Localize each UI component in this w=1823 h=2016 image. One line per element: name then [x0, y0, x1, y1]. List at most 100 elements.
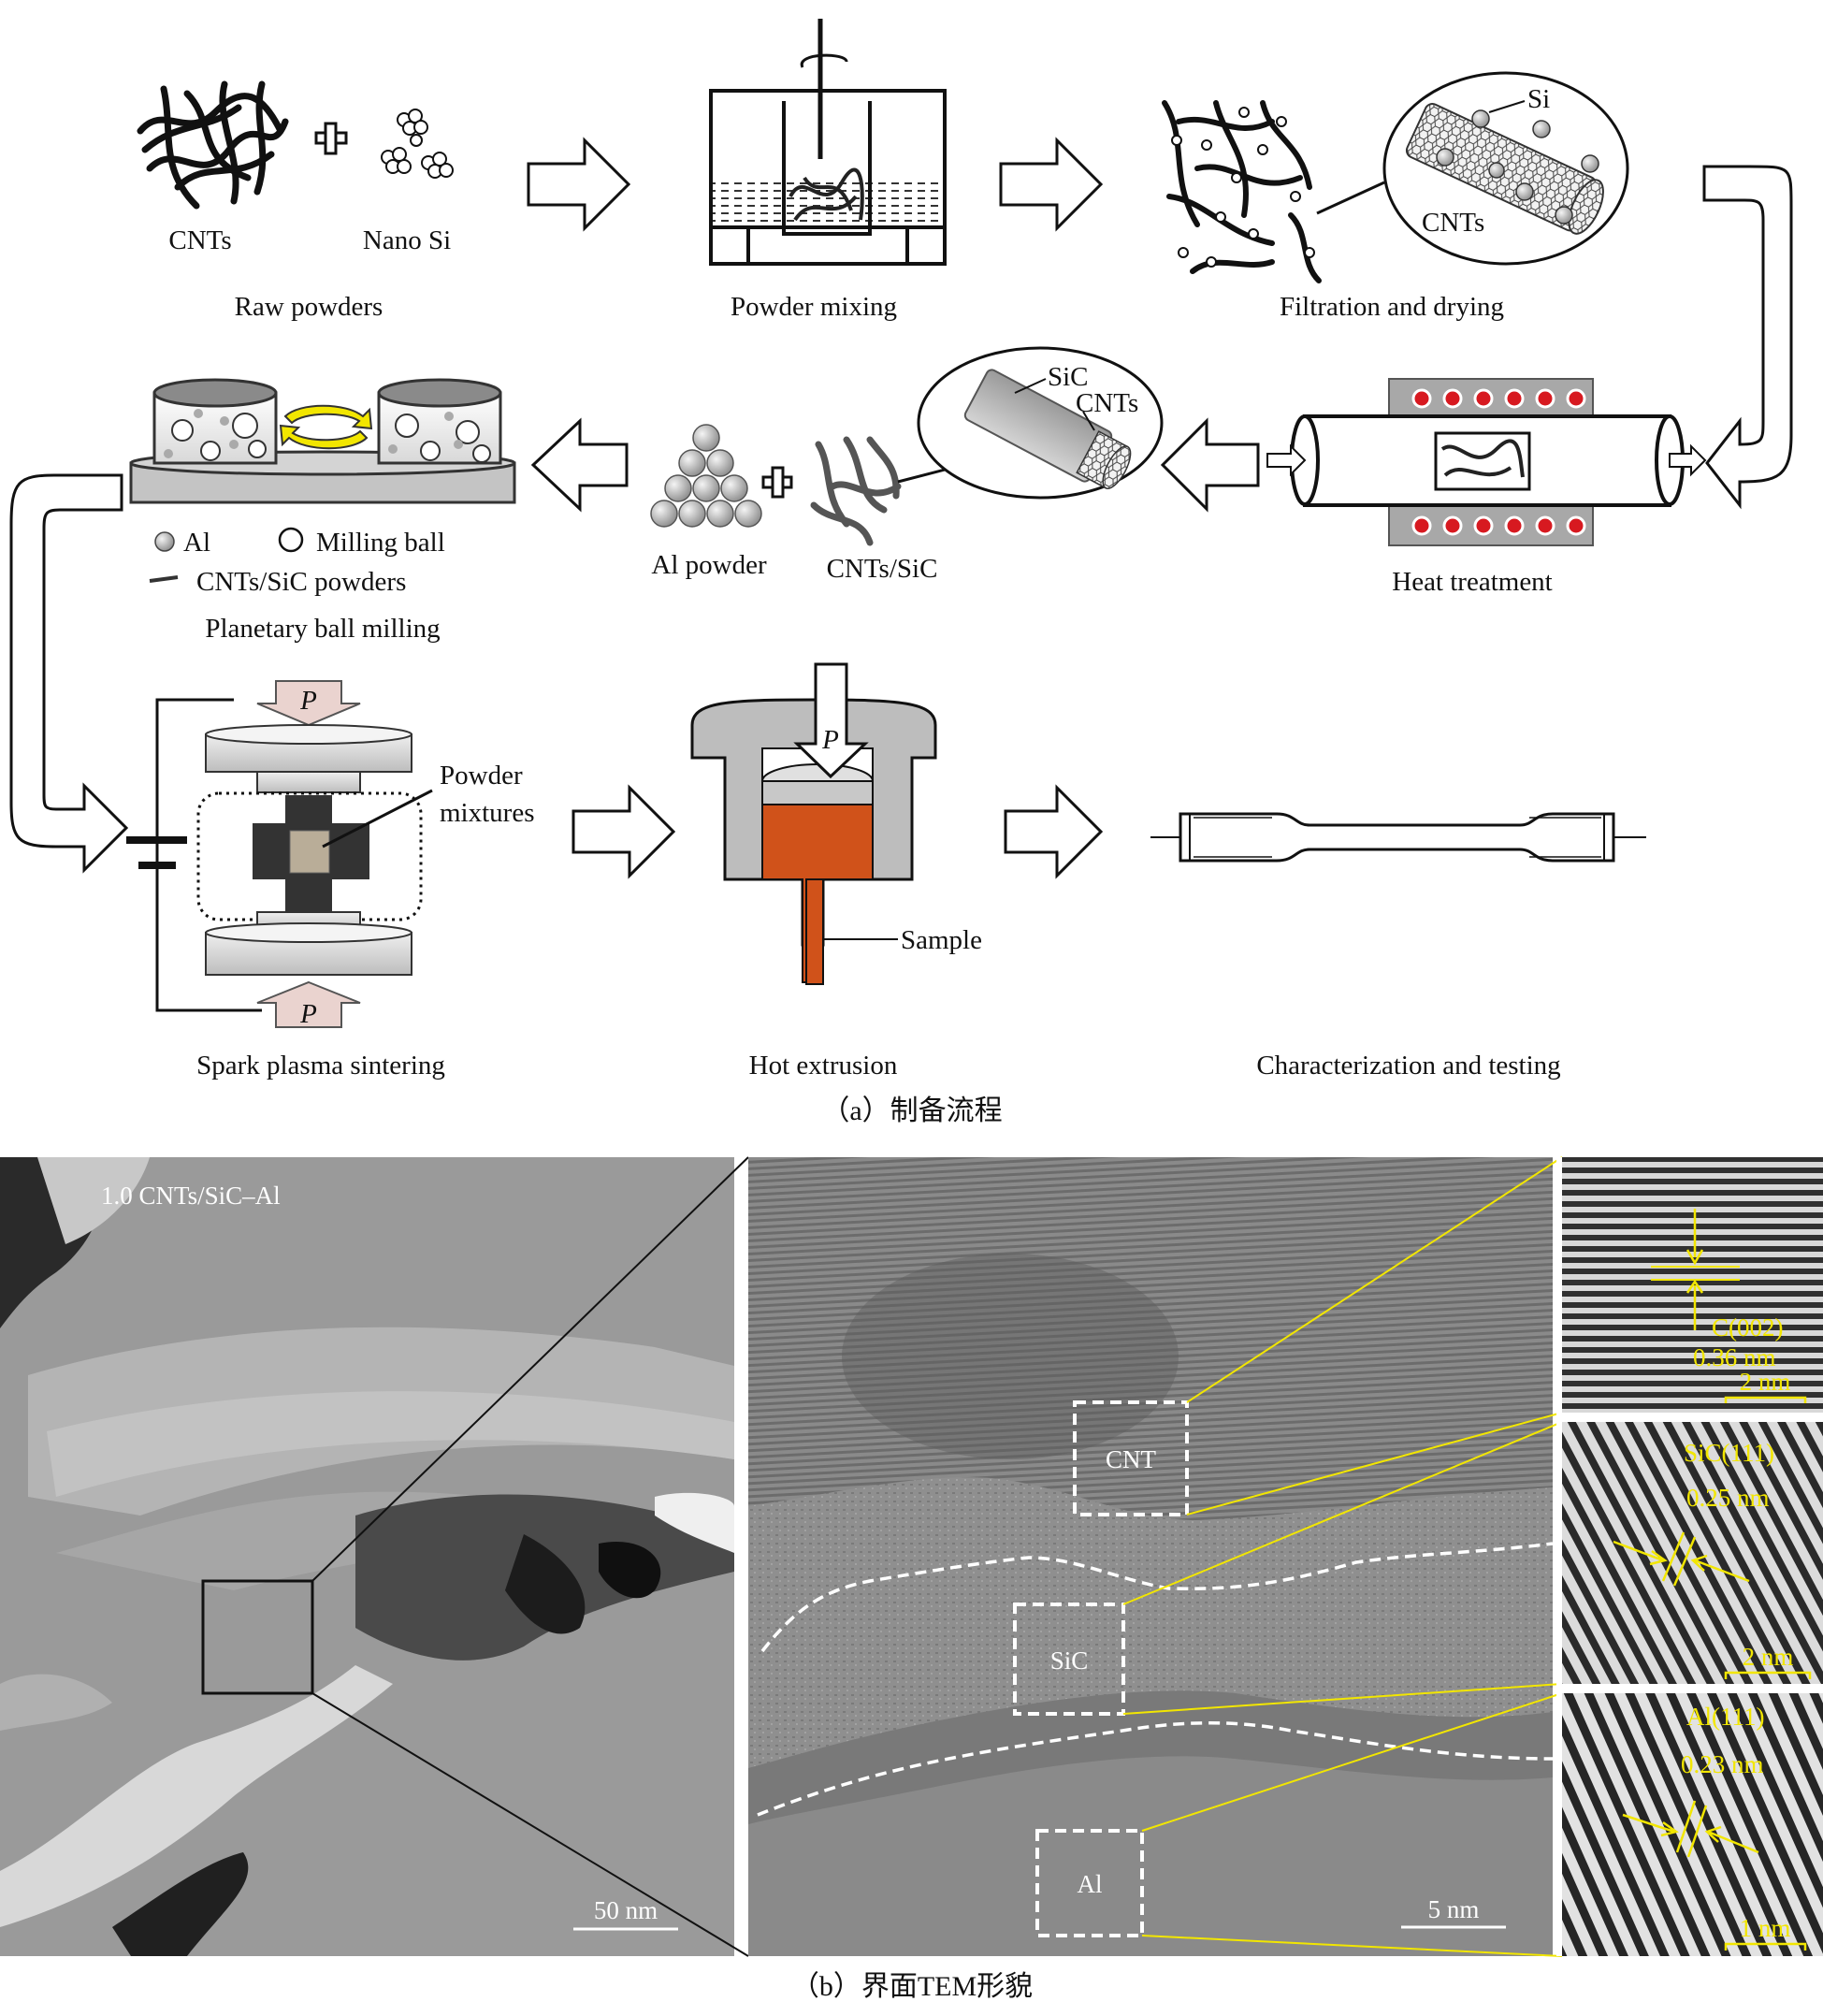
pressure-arrow-bottom-icon — [256, 980, 361, 1028]
c002-plane-label: C(002) — [1712, 1313, 1784, 1342]
inset-sic-scale-label: 2 nm — [1743, 1643, 1794, 1671]
plus-icon — [761, 466, 793, 499]
inset-connector-lines — [1122, 1156, 1563, 1957]
inset-sic: SiC(111) 0.25 nm 2 nm — [1562, 1422, 1823, 1684]
composite-powder-step: SiC CNTs Al powder CNTs/SiC — [650, 346, 1164, 584]
flow-arrow-icon — [530, 417, 629, 513]
pressure-arrow-icon — [793, 662, 869, 779]
legend-powder-label: CNTs/SiC powders — [196, 567, 406, 597]
spacing-arrow-left-icon — [1690, 1554, 1750, 1583]
cnt-bundle-icon — [137, 80, 289, 210]
plus-icon — [314, 122, 348, 155]
inset-scale-bar — [1724, 1671, 1812, 1679]
si-label: Si — [1527, 84, 1550, 114]
sic-label: SiC — [1048, 362, 1089, 392]
ball-milling-step: Al Milling ball CNTs/SiC powders Planeta… — [129, 378, 516, 644]
powder-legend-icon — [149, 575, 179, 583]
sps-caption: Spark plasma sintering — [196, 1051, 445, 1081]
heat-treatment-step: Heat treatment — [1266, 378, 1707, 597]
sample-label: Sample — [901, 925, 982, 955]
al-region-box — [1035, 1829, 1144, 1937]
sic-region-label: SiC — [1050, 1646, 1089, 1675]
panel-b: 1.0 CNTs/SiC–Al 50 nm CNT SiC Al 5 nm — [0, 1156, 1823, 2002]
panel-a-caption: （a）制备流程 — [821, 1095, 1002, 1126]
sic-al-interface-line — [757, 1721, 1554, 1817]
mixing-liquid — [713, 178, 943, 223]
selected-region-box — [201, 1579, 314, 1695]
al111-plane-label: Al(111) — [1686, 1703, 1764, 1731]
powder-compact — [289, 830, 330, 874]
spacing-arrow-right-icon — [1622, 1813, 1679, 1837]
hot-extrusion-step: P Sample Hot extrusion — [690, 662, 982, 1081]
spacing-arrow-right-icon — [1613, 1540, 1668, 1566]
gas-inlet-arrow-icon — [1266, 443, 1307, 477]
milling-ball-legend-icon — [278, 527, 304, 553]
cnts-label: CNTs — [168, 225, 231, 255]
panel-b-caption: （b）界面TEM形貌 — [791, 1971, 1033, 2002]
al-powder-pile-icon — [650, 424, 762, 528]
u-turn-arrow-icon — [1702, 165, 1793, 510]
gas-outlet-arrow-icon — [1669, 443, 1707, 477]
u-turn-arrow-icon — [9, 473, 129, 874]
pressure-label: P — [821, 725, 839, 755]
upper-punch — [256, 771, 361, 793]
inset-scale-bar — [1724, 1942, 1807, 1951]
panel-a: CNTs Nano Si Raw powders Powder mixing — [9, 19, 1793, 1126]
sic111-plane-label: SiC(111) — [1684, 1439, 1774, 1467]
sic-coated-cnt-icon — [963, 369, 1132, 489]
al111-spacing-label: 0.23 nm — [1681, 1750, 1764, 1778]
milling-jar-left — [152, 378, 278, 465]
al-powder-label: Al powder — [651, 550, 767, 580]
zoom-line-top — [311, 1156, 749, 1582]
inset-c-scale-label: 2 nm — [1740, 1368, 1791, 1396]
raw-powders-step: CNTs Nano Si Raw powders — [137, 80, 454, 322]
extruded-sample — [805, 878, 824, 985]
spacing-arrow-up-icon — [1686, 1279, 1704, 1330]
sps-circuit — [155, 698, 262, 1012]
cnt-region-box — [1073, 1400, 1189, 1516]
flow-arrow-icon — [1004, 784, 1104, 879]
raw-powders-caption: Raw powders — [235, 292, 383, 322]
cnt-region-label: CNT — [1106, 1445, 1157, 1473]
mixing-beaker — [709, 89, 947, 266]
tensile-specimen-icon — [1179, 812, 1615, 863]
cnts-sic-powder-icon — [810, 436, 902, 546]
c002-spacing-label: 0.36 nm — [1693, 1343, 1776, 1371]
heating-coils — [1411, 388, 1586, 536]
milling-jar-right — [377, 378, 502, 465]
heat-treatment-caption: Heat treatment — [1392, 567, 1553, 597]
rotation-arrow-icon — [800, 53, 848, 68]
inset-cnt: C(002) 0.36 nm 2 nm — [1562, 1157, 1823, 1413]
hrtem-image: CNT SiC Al 5 nm — [748, 1157, 1554, 1956]
filtration-caption: Filtration and drying — [1280, 292, 1504, 322]
pressure-label-top: P — [299, 686, 317, 716]
testing-caption: Characterization and testing — [1256, 1051, 1560, 1081]
al-legend-icon — [154, 531, 175, 552]
hrtem-scale-label: 5 nm — [1428, 1895, 1480, 1923]
flow-arrow-icon — [1160, 417, 1260, 513]
overview-scale-label: 50 nm — [594, 1896, 658, 1924]
pressure-arrow-top-icon — [256, 680, 361, 727]
legend-milling-ball-label: Milling ball — [316, 528, 445, 558]
rotation-arrows-icon — [279, 404, 373, 450]
cnts-label: CNTs — [1422, 208, 1484, 238]
nano-si-particles-icon — [381, 109, 454, 179]
si-nanoparticles — [1436, 109, 1599, 225]
legend-al-label: Al — [183, 528, 210, 558]
al-region-label: Al — [1078, 1870, 1103, 1898]
nano-si-label: Nano Si — [363, 225, 451, 255]
powder-label: Powder — [440, 761, 523, 790]
inset-al: Al(111) 0.23 nm 1 nm — [1562, 1693, 1823, 1956]
cnts-sic-label: CNTs/SiC — [827, 554, 938, 584]
cnt-sic-interface-line — [760, 1542, 1554, 1653]
ball-milling-caption: Planetary ball milling — [205, 614, 440, 644]
sic-region-box — [1013, 1603, 1125, 1716]
powder-mixing-caption: Powder mixing — [731, 292, 897, 322]
zoom-line-bottom — [311, 1692, 749, 1957]
pressure-label-bottom: P — [299, 999, 317, 1029]
inner-beaker — [782, 101, 872, 236]
testing-step: Characterization and testing — [1150, 812, 1646, 1081]
filtration-drying-step: Si CNTs Filtration and drying — [1162, 71, 1629, 322]
mixtures-label: mixtures — [440, 798, 535, 828]
